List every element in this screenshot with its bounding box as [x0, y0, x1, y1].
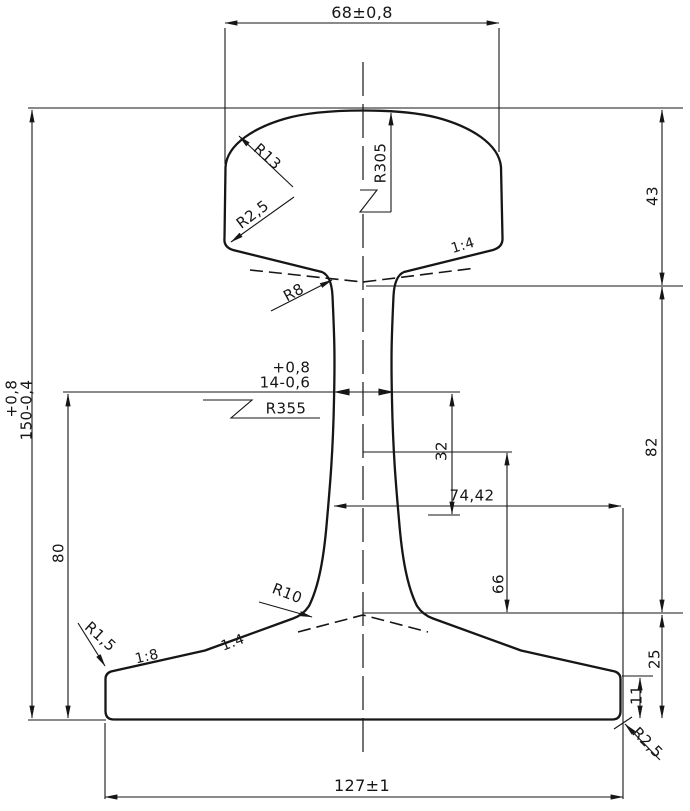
- head-width-dimension: 68±0,8: [331, 2, 393, 22]
- construction-dashed-lines: [249, 267, 477, 633]
- dimension-43: 43: [643, 186, 662, 206]
- dimension-82: 82: [642, 437, 661, 457]
- rail-height-value: 150-0,4: [18, 379, 36, 441]
- dimension-80: 80: [49, 543, 68, 563]
- dimension-32: 32: [432, 441, 451, 461]
- web-thickness-dimension: +0,8 14-0,6: [259, 358, 311, 392]
- rail-height-dimension: +0,8 150-0,4: [3, 379, 36, 441]
- extension-lines: [28, 28, 683, 799]
- dimension-11: 11: [627, 685, 646, 705]
- dimension-66: 66: [489, 574, 508, 594]
- dimension-25: 25: [645, 649, 664, 669]
- leader-lines: [77, 112, 661, 761]
- web-thickness-tolerance: +0,8: [272, 358, 311, 377]
- dimension-74-42: 74,42: [449, 486, 495, 505]
- foot-width-dimension: 127±1: [333, 775, 391, 795]
- dimension-lines: [29, 20, 665, 800]
- radius-crown-label: R305: [371, 142, 390, 184]
- web-thickness-value: 14-0,6: [259, 374, 311, 392]
- radius-web-side-label: R355: [265, 399, 307, 418]
